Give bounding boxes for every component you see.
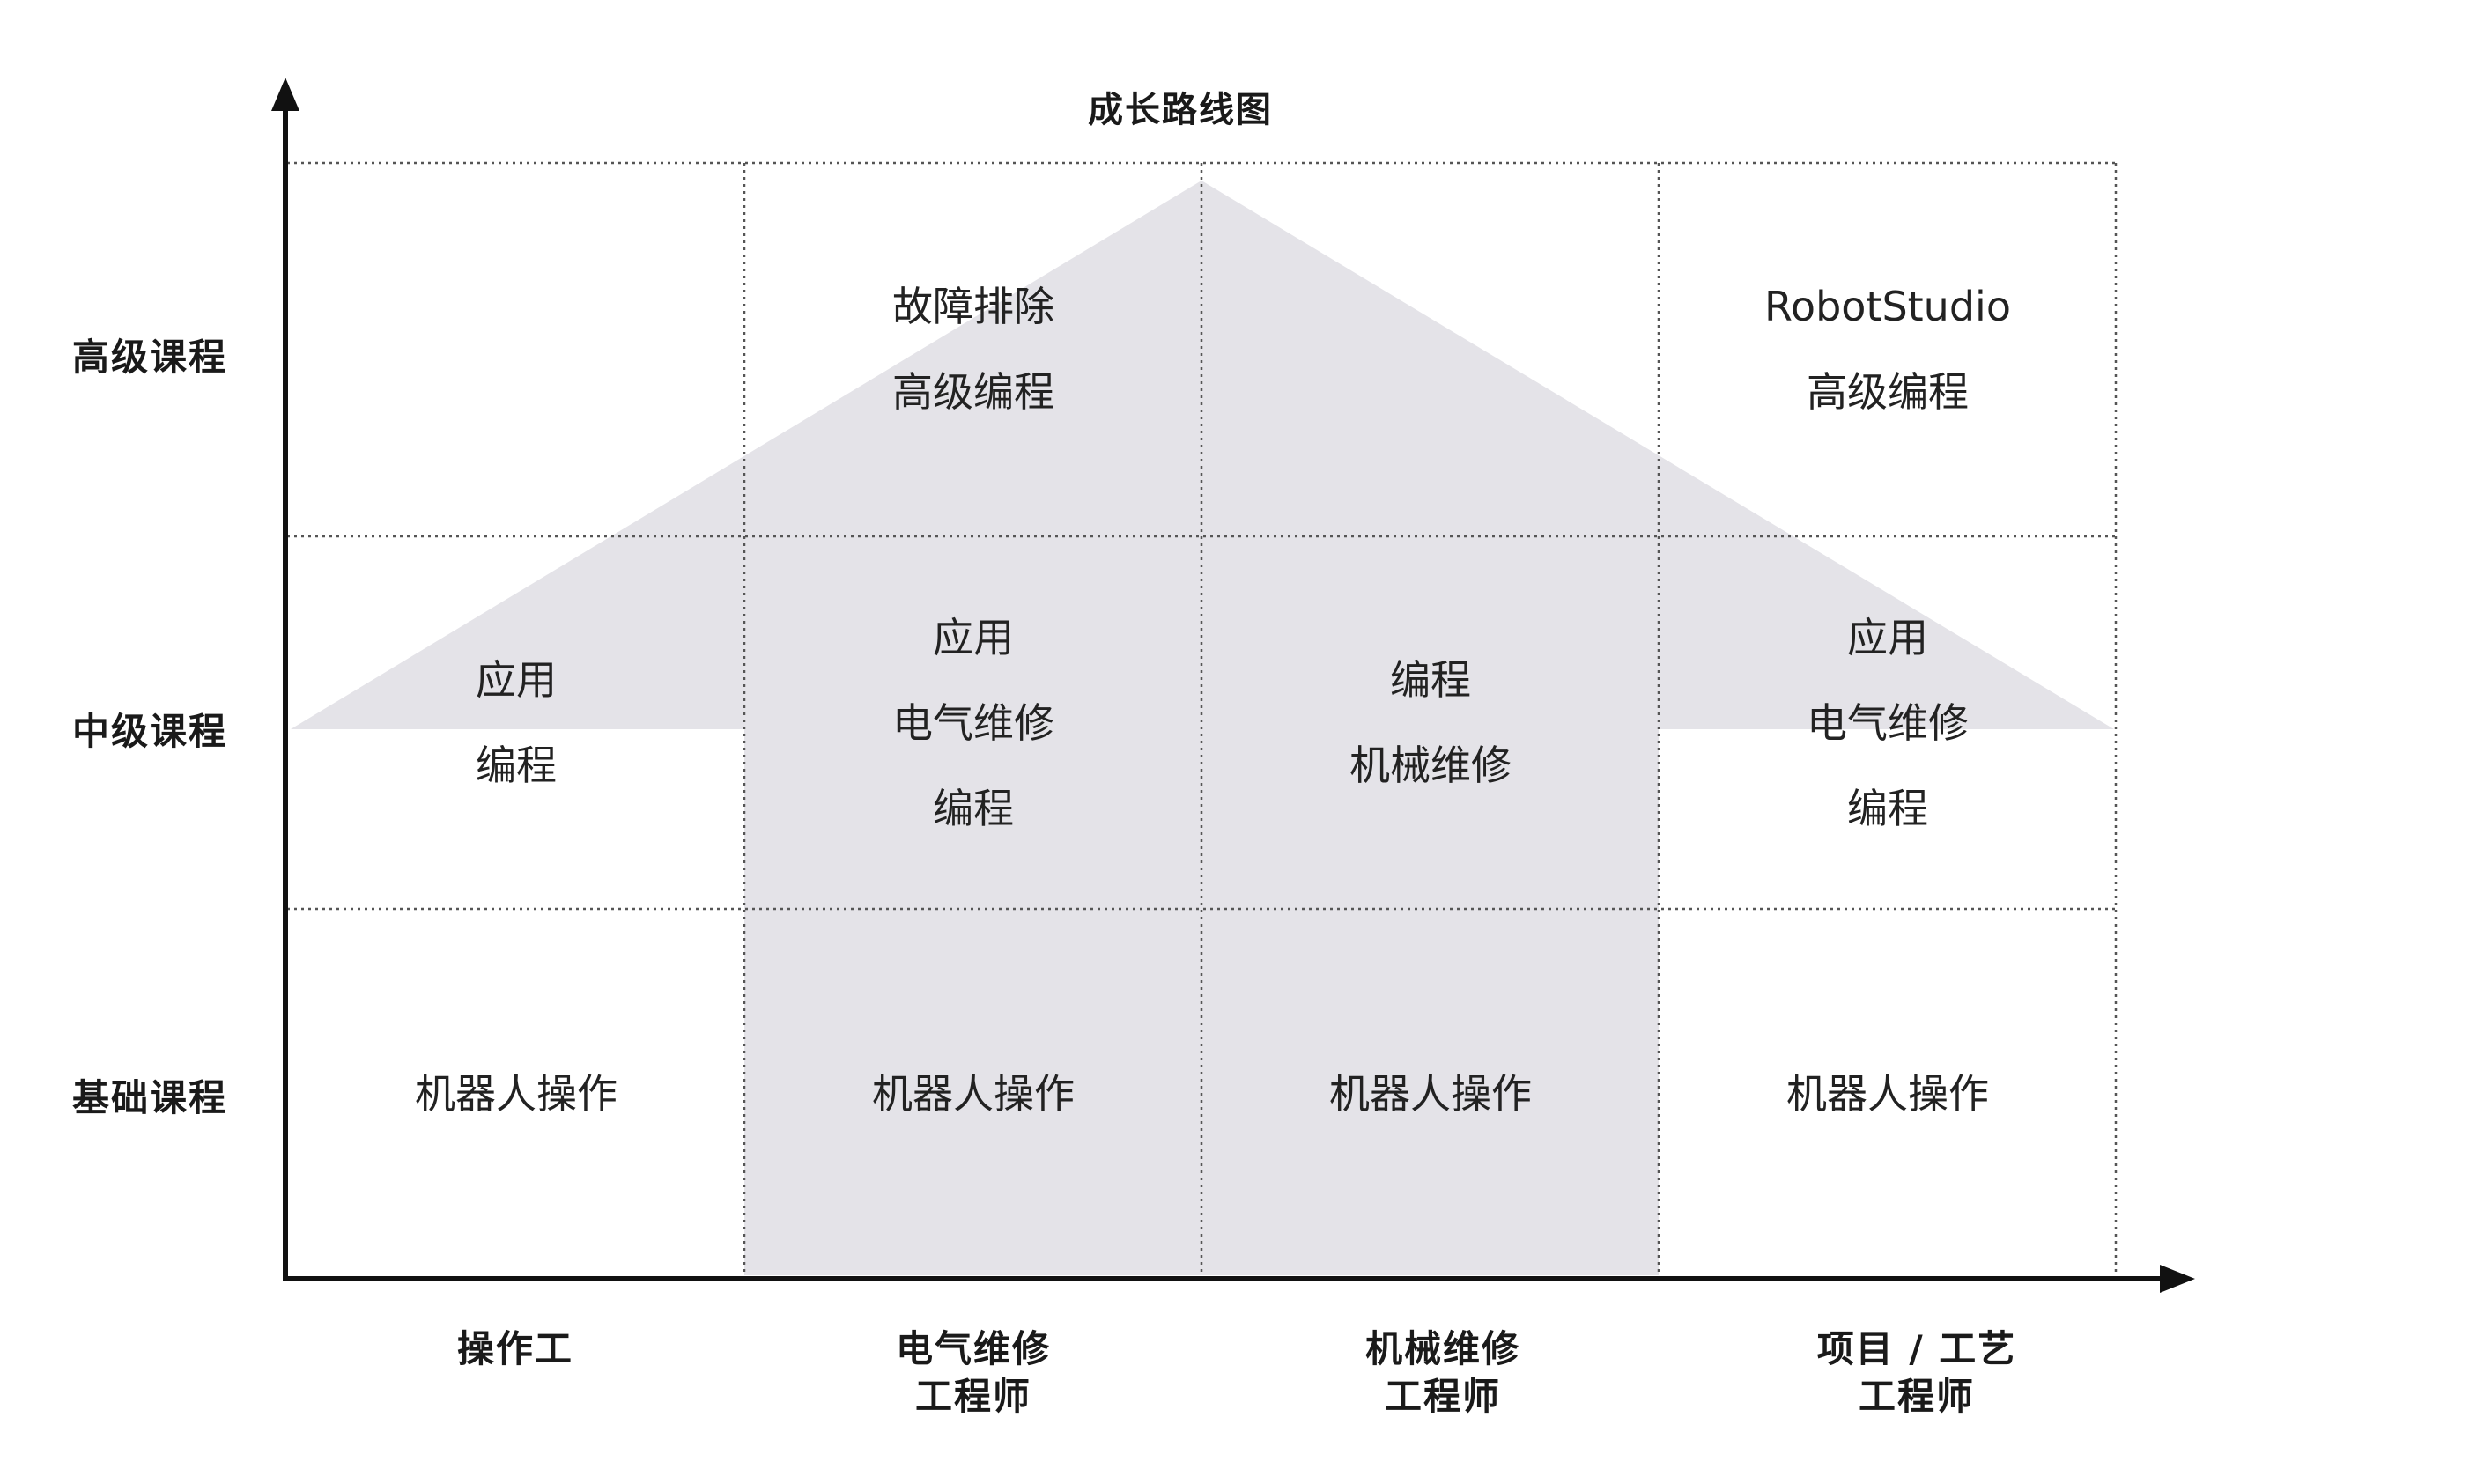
col-label-mechanical-engineer: 机械维修 工程师 bbox=[1249, 1325, 1637, 1421]
course-item: 高级编程 bbox=[892, 368, 1054, 416]
course-item: 故障排除 bbox=[892, 283, 1054, 330]
cell-basic-mechanical: 机器人操作 bbox=[1201, 1052, 1660, 1137]
course-item: 应用 bbox=[476, 656, 557, 704]
cell-intermediate-electrical: 应用 电气维修 编程 bbox=[744, 595, 1202, 852]
course-item: 应用 bbox=[1847, 614, 1928, 661]
col-label-line: 工程师 bbox=[1858, 1375, 1975, 1418]
course-item: 编程 bbox=[1847, 785, 1928, 832]
col-label-electrical-engineer: 电气维修 工程师 bbox=[780, 1325, 1167, 1421]
diagram-title: 成长路线图 bbox=[1088, 90, 1273, 130]
course-item: 机器人操作 bbox=[1329, 1070, 1532, 1118]
cell-intermediate-mechanical: 编程 机械维修 bbox=[1201, 638, 1660, 808]
course-item: RobotStudio bbox=[1764, 283, 2011, 330]
course-item: 机器人操作 bbox=[415, 1070, 617, 1118]
course-item: 应用 bbox=[933, 614, 1014, 661]
course-item: 电气维修 bbox=[1807, 699, 1969, 747]
col-label-line: 工程师 bbox=[914, 1375, 1031, 1418]
course-item: 机器人操作 bbox=[1786, 1070, 1989, 1118]
course-item: 机械维修 bbox=[1349, 742, 1512, 789]
col-label-operator: 操作工 bbox=[322, 1325, 709, 1373]
grid-lines bbox=[287, 161, 2118, 1277]
col-label-line: 机械维修 bbox=[1364, 1327, 1520, 1370]
course-item: 编程 bbox=[1390, 656, 1471, 704]
col-label-line: 工程师 bbox=[1384, 1375, 1501, 1418]
cell-intermediate-operator: 应用 编程 bbox=[287, 638, 745, 808]
course-item: 高级编程 bbox=[1807, 368, 1969, 416]
col-label-project-engineer: 项目 / 工艺 工程师 bbox=[1723, 1325, 2111, 1421]
row-label-basic: 基础课程 bbox=[71, 1076, 227, 1119]
cell-intermediate-project: 应用 电气维修 编程 bbox=[1659, 595, 2117, 852]
course-item: 电气维修 bbox=[892, 699, 1054, 747]
col-label-line: 操作工 bbox=[456, 1327, 573, 1370]
row-label-intermediate: 中级课程 bbox=[71, 710, 227, 753]
cell-advanced-electrical: 故障排除 高级编程 bbox=[744, 264, 1202, 435]
col-label-line: 电气维修 bbox=[895, 1327, 1051, 1370]
y-axis-arrowhead bbox=[271, 78, 299, 111]
cell-basic-electrical: 机器人操作 bbox=[744, 1052, 1202, 1137]
course-item: 编程 bbox=[933, 785, 1014, 832]
cell-basic-project: 机器人操作 bbox=[1659, 1052, 2117, 1137]
cell-basic-operator: 机器人操作 bbox=[287, 1052, 745, 1137]
cell-advanced-project: RobotStudio 高级编程 bbox=[1659, 264, 2117, 435]
course-item: 机器人操作 bbox=[872, 1070, 1075, 1118]
row-label-advanced: 高级课程 bbox=[71, 336, 227, 379]
course-item: 编程 bbox=[476, 742, 557, 789]
x-axis-arrowhead bbox=[2160, 1265, 2195, 1293]
col-label-line: 项目 / 工艺 bbox=[1816, 1327, 2017, 1370]
